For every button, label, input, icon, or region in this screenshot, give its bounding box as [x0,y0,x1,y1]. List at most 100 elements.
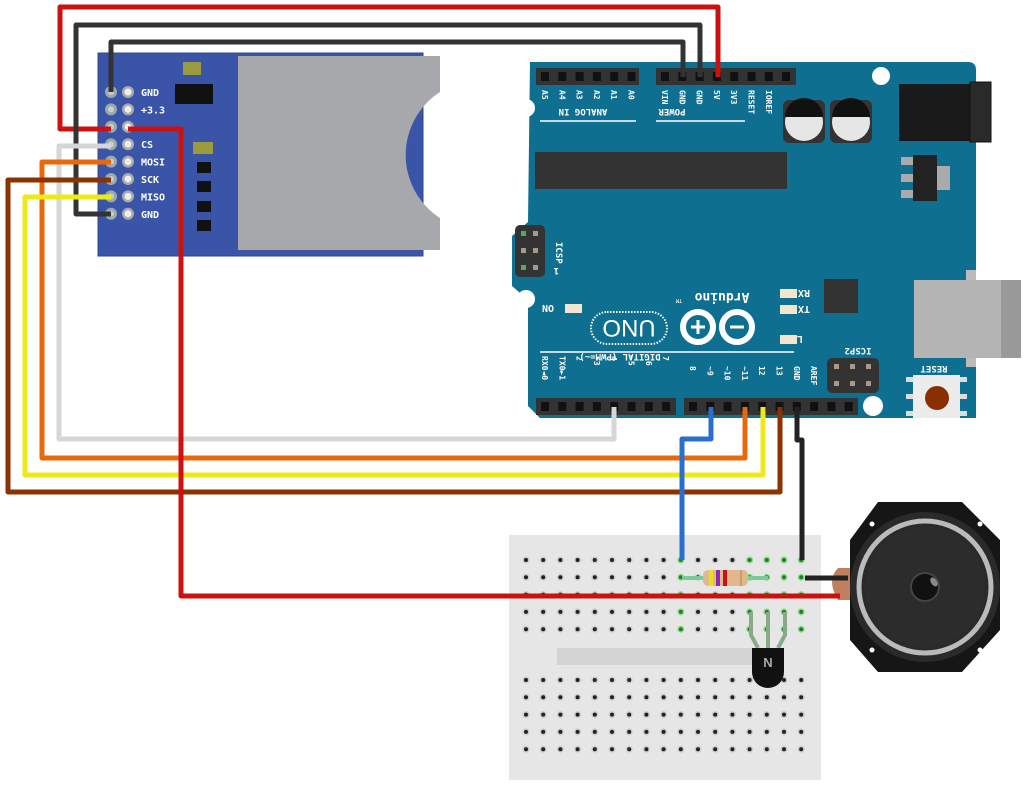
header-pin [723,402,732,411]
header-pin [827,402,836,411]
pin-label: RX0◄0 [540,356,549,380]
pin-label: AREF [809,366,818,385]
pin-label: 13 [775,366,784,376]
header-pin [558,402,567,411]
wire-sck-brown [5,177,783,495]
voltage-regulator [901,155,950,201]
header-pin [661,72,669,81]
mounting-hole [872,67,890,85]
header-pin [792,402,801,411]
header-pin [610,72,619,81]
pin-label: 8 [688,366,697,371]
pin-label: 3V3 [729,90,738,105]
pin-label: RESET [747,90,756,114]
header-pin [782,72,791,81]
pin-label: GND [792,366,801,381]
mounting-hole [517,99,535,117]
led-rx [780,289,797,298]
pin-label: 5V [712,90,721,100]
icsp2-header [827,358,879,393]
header-pin [627,72,636,81]
header-pin [558,72,567,81]
pin-label: A2 [592,90,601,100]
icsp2-label: ICSP2 [844,345,871,355]
power-jack [899,81,992,143]
pin-label: TX0►1 [557,356,566,380]
header-pin [758,402,767,411]
pin-label: 4 [609,356,618,361]
header-pin [747,72,756,81]
reset-button[interactable] [906,375,967,418]
wire-miso-yellow [22,194,766,478]
pin-label: 12 [757,366,766,376]
capacitor [783,98,825,143]
sd-pin-label: MOSI [141,158,165,169]
wire-5v-breadboard [128,126,840,599]
pin-label: ~6 [644,356,653,366]
arduino-uno-board: RESET ICSP 1 ICSP2 RX TX L ON UNO [512,62,1021,418]
sd-pin-label: SCK [141,175,159,186]
pin-label: 2 [575,356,584,361]
wires [5,4,848,599]
led-l [780,335,797,344]
pin-label: A1 [609,90,618,100]
pin-label: GND [695,90,704,105]
sd-pin-label: +3.3 [141,105,165,116]
digital-label: DIGITAL (PWM=~) [579,351,660,361]
header-pin [689,402,697,411]
header-pin [844,402,853,411]
header-pin [644,402,653,411]
icsp-label: ICSP [553,242,563,264]
sd-pin-33: +3.3 [105,103,165,116]
wire-d9-blue [679,407,714,560]
icsp-pin1-label: 1 [554,265,559,275]
header-pin [575,402,584,411]
transistor: N [749,612,787,688]
header-pin [662,402,671,411]
wire-gnd-black [73,22,703,217]
header-pin [541,402,549,411]
icsp-header [515,225,545,277]
led-tx-label: TX [798,303,810,314]
transistor-label: N [763,655,772,670]
header-pin [575,72,584,81]
pin-label: ~11 [740,366,749,381]
led-l-label: L [797,333,803,344]
usb-port [914,270,1021,367]
sd-pin-cs: CS [105,138,153,151]
resistor [682,570,768,586]
analog-header [536,68,639,85]
led-on [565,304,582,313]
wire-gnd-black-2 [108,39,686,92]
led-tx [780,305,797,314]
sd-pin-gnd-2: GND [105,207,159,221]
usb-chip [824,279,858,313]
sd-pin-label: GND [141,210,159,221]
mounting-hole [863,396,883,416]
sd-card-slot [238,56,440,250]
pin-label: IOREF [764,90,773,114]
pin-label: ~9 [705,366,714,376]
header-pin [775,402,784,411]
led-on-label: ON [542,302,554,313]
wire-mosi-orange [39,159,748,461]
brand-label: Arduino [694,289,749,304]
mounting-hole [517,290,535,308]
sd-pin-label: CS [141,140,153,151]
sd-pin-label: GND [141,88,159,99]
header-pin [706,402,715,411]
header-pin [592,72,601,81]
pin-label: ~3 [592,356,601,366]
led-rx-label: RX [798,287,810,298]
header-pin [627,402,636,411]
trademark-label: TM [676,297,682,303]
header-pin [730,72,739,81]
pin-label: A3 [575,90,584,100]
analog-in-label: ANALOG IN [559,106,608,116]
header-pin [740,402,749,411]
power-label: POWER [658,106,686,116]
pin-label: VIN [660,90,669,105]
pin-label: 7 [661,356,670,361]
